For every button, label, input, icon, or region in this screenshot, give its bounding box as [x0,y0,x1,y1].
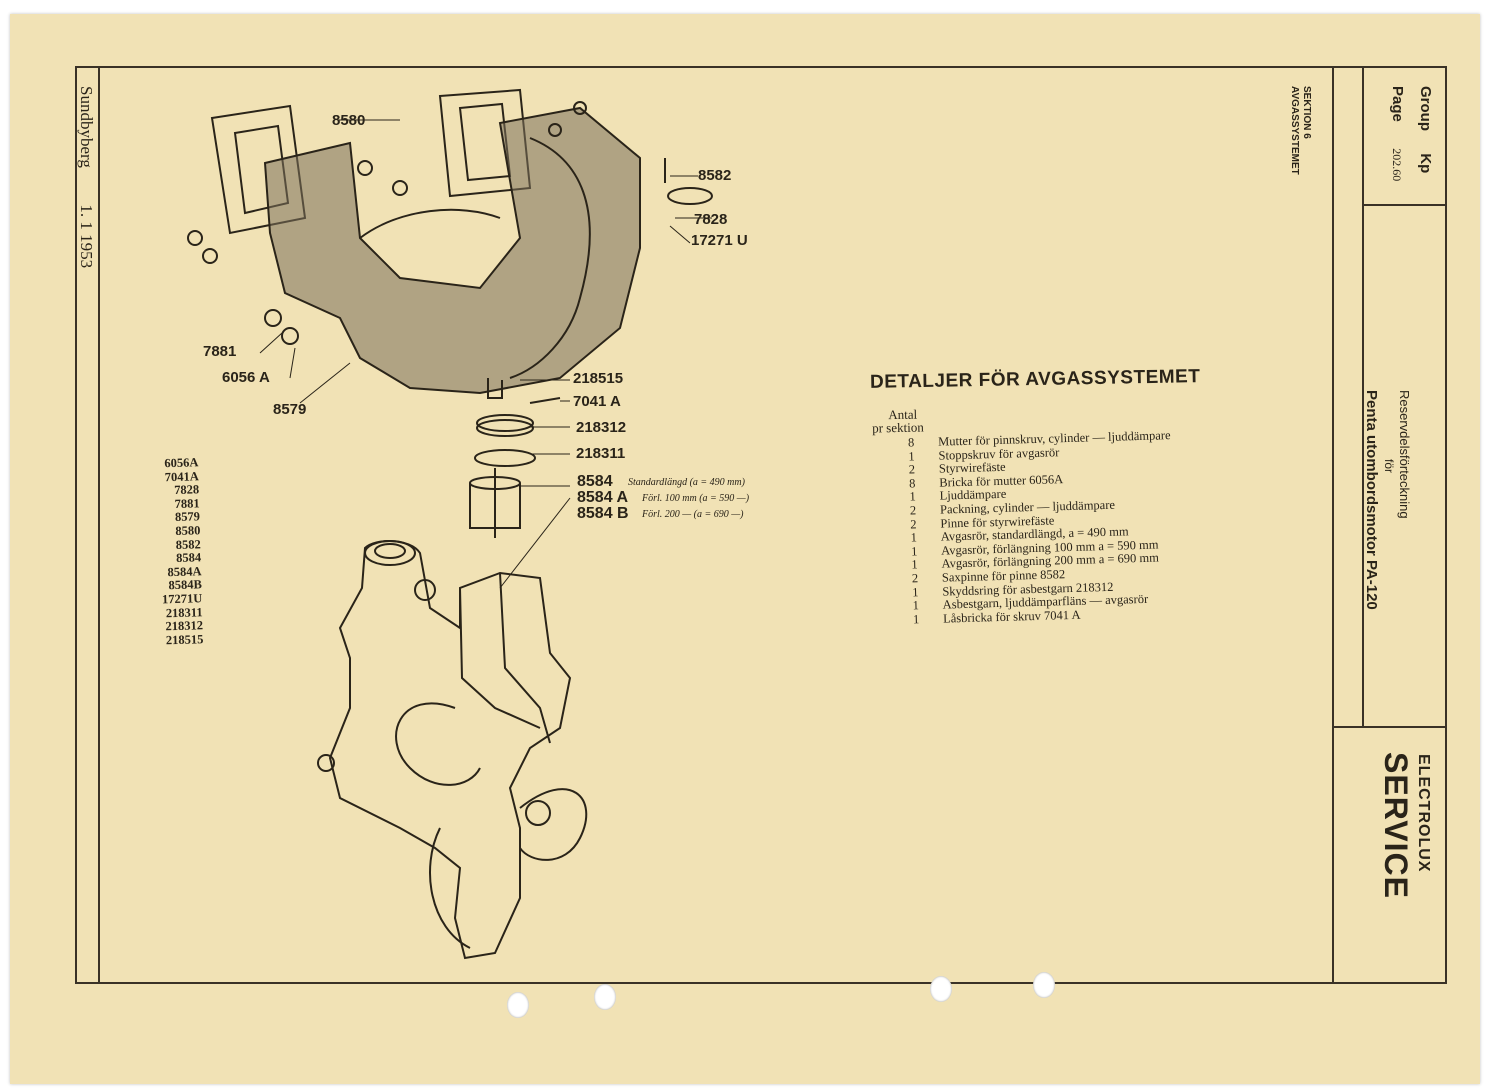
section-name: AVGASSYSTEMET [1289,86,1300,175]
brand-electrolux: ELECTROLUX [1415,754,1432,873]
page-frame [75,66,1447,984]
binder-hole [930,976,952,1002]
label-8584b: 8584 B [577,505,629,522]
label-7828: 7828 [694,211,728,228]
label-8584: 8584 [577,473,613,490]
catalog-line1: Reservdelsförteckning [1397,390,1412,519]
group-box-line [1362,204,1447,206]
label-8584b-note: Förl. 200 — (a = 690 —) [642,509,744,520]
left-strip-divider [98,66,100,984]
qty-header: Antal pr sektion [871,407,924,436]
label-17271u: 17271 U [691,232,748,249]
group-label: Group [1417,86,1434,131]
part-code: 218515 [165,631,204,648]
catalog-line3: Penta utombordsmotor PA-120 [1363,390,1380,610]
label-218515: 218515 [573,370,624,387]
part-qty: 1 [912,611,920,627]
catalog-page: Sundbyberg 1. 1 1953 Group Kp Page 202.6… [10,14,1480,1084]
label-6056a: 6056 A [222,369,270,386]
exhaust-system-diagram [187,88,713,960]
label-218311: 218311 [576,445,626,462]
binder-hole [594,984,616,1010]
label-8579: 8579 [273,401,307,418]
qty-header-line2: pr sektion [871,419,924,436]
page-block: Page 202.60 [1389,86,1406,181]
label-218312: 218312 [576,419,627,436]
brand-top-line [1332,726,1447,728]
section-number: SEKTION 6 [1301,86,1312,139]
right-strip-divider [1332,66,1334,984]
group-block: Group Kp [1417,86,1434,173]
label-8580: 8580 [332,112,366,129]
label-8584a-note: Förl. 100 mm (a = 590 —) [642,493,750,504]
footer-date: 1. 1 1953 [77,204,96,269]
header-divider [1362,66,1364,726]
footer-place: Sundbyberg [77,86,96,168]
label-8584a: 8584 A [577,489,628,506]
label-8584-note: Standardlängd (a = 490 mm) [628,477,745,488]
footer-place-date: Sundbyberg 1. 1 1953 [76,86,96,268]
label-8582: 8582 [698,167,732,184]
page-value: 202.60 [1390,148,1404,182]
label-7881: 7881 [203,343,237,360]
catalog-line2: för [1382,459,1396,474]
binder-hole [1033,972,1055,998]
group-value: Kp [1417,153,1434,174]
label-7041a: 7041 A [573,393,621,410]
page-label: Page [1389,86,1406,122]
brand-service: SERVICE [1378,752,1414,899]
binder-hole [507,992,529,1018]
